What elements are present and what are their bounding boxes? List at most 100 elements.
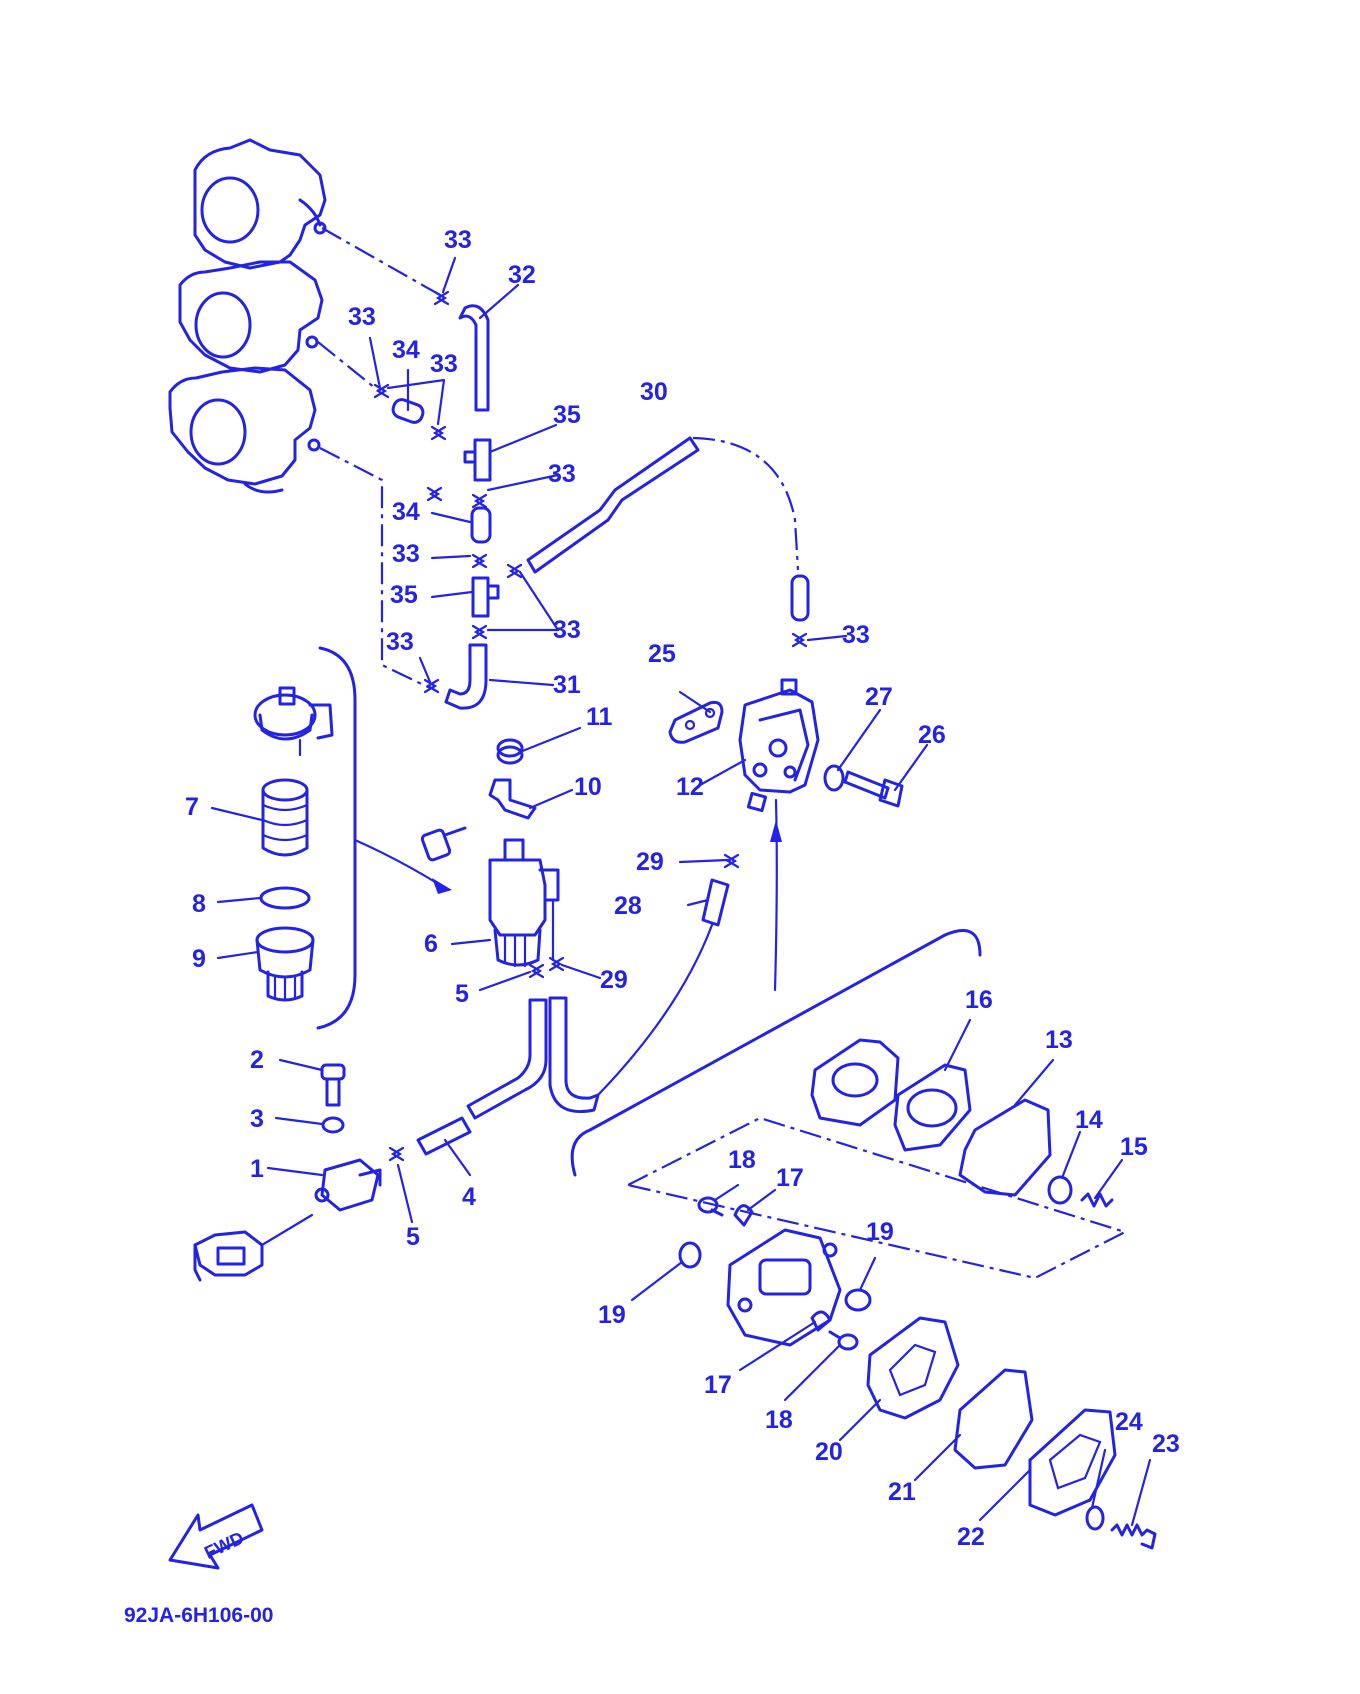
nut-11 <box>496 738 524 765</box>
valve-19-right <box>844 1288 872 1312</box>
callout-34: 34 <box>392 336 420 364</box>
diaphragm-21 <box>953 1368 1034 1470</box>
washer-24 <box>1085 1505 1105 1531</box>
callout-17: 17 <box>704 1371 732 1399</box>
washer-3 <box>321 1116 345 1134</box>
o-ring-8 <box>259 886 311 910</box>
callout-30: 30 <box>640 378 668 406</box>
bolt-bracket <box>420 826 467 862</box>
callout-19: 19 <box>866 1218 894 1246</box>
hose-short-30-end <box>790 574 810 622</box>
callout-33: 33 <box>548 460 576 488</box>
callout-20: 20 <box>815 1438 843 1466</box>
cover-22 <box>1028 1408 1117 1517</box>
hose-31 <box>444 643 488 710</box>
callout-6: 6 <box>424 930 438 958</box>
callout-3: 3 <box>250 1105 264 1133</box>
callout-29: 29 <box>600 966 628 994</box>
fuel-filter-6 <box>488 838 560 968</box>
screw-2 <box>320 1063 346 1107</box>
connector-34-upper <box>391 398 425 424</box>
clamps-5-29 <box>388 853 740 1162</box>
callout-5: 5 <box>406 1223 420 1251</box>
gasket-25 <box>668 700 724 744</box>
callout-33: 33 <box>386 628 414 656</box>
washer-27 <box>823 764 845 792</box>
screw-18-lower <box>828 1330 859 1351</box>
carburetor-assembly <box>168 138 327 494</box>
fuel-cock-1 <box>314 1158 382 1212</box>
callout-24: 24 <box>1115 1408 1143 1436</box>
callout-25: 25 <box>648 640 676 668</box>
callout-7: 7 <box>185 793 199 821</box>
callout-29: 29 <box>636 848 664 876</box>
t-joint-35-upper <box>463 438 492 482</box>
spring-15 <box>1080 1192 1114 1208</box>
callout-15: 15 <box>1120 1133 1148 1161</box>
callout-labels: 33 32 33 34 33 30 35 33 34 33 35 33 33 3… <box>185 226 1180 1551</box>
valve-17-lower <box>810 1310 832 1332</box>
callout-33: 33 <box>444 226 472 254</box>
callout-19: 19 <box>598 1301 626 1329</box>
callout-8: 8 <box>192 890 206 918</box>
valve-19-left <box>678 1241 702 1269</box>
washer-14 <box>1047 1175 1073 1205</box>
clamps-33 <box>373 290 808 694</box>
callout-26: 26 <box>918 721 946 749</box>
callout-33: 33 <box>392 540 420 568</box>
screw-23 <box>1110 1523 1157 1550</box>
filter-cap-assembly <box>253 686 334 757</box>
forward-arrow-icon: FWD <box>168 1503 264 1570</box>
connector-34-lower <box>470 506 492 544</box>
callout-23: 23 <box>1152 1430 1180 1458</box>
bracket-10 <box>488 778 537 820</box>
callout-11: 11 <box>586 703 613 731</box>
valve-17-upper <box>733 1204 754 1227</box>
callout-4: 4 <box>462 1183 476 1211</box>
callout-28: 28 <box>614 892 642 920</box>
hose-4 <box>416 1116 472 1156</box>
filter-cup-9 <box>255 926 315 1002</box>
pump-body <box>726 1228 842 1347</box>
callout-13: 13 <box>1045 1026 1073 1054</box>
fuel-pump-12 <box>738 678 820 813</box>
callout-27: 27 <box>865 683 893 711</box>
diaphragm-13 <box>958 1098 1052 1197</box>
diagram-reference-code: 92JA-6H106-00 <box>124 1604 273 1627</box>
callout-33: 33 <box>553 616 581 644</box>
callout-14: 14 <box>1075 1106 1103 1134</box>
callout-34: 34 <box>392 498 420 526</box>
hose-32 <box>458 304 490 412</box>
callout-21: 21 <box>888 1478 916 1506</box>
callout-35: 35 <box>390 581 418 609</box>
callout-2: 2 <box>250 1046 264 1074</box>
pump-plate-upper <box>810 1038 900 1127</box>
hose-30 <box>526 436 700 574</box>
callout-18: 18 <box>728 1146 756 1174</box>
callout-5: 5 <box>455 980 469 1008</box>
callout-22: 22 <box>957 1523 985 1551</box>
callout-33: 33 <box>348 303 376 331</box>
screw-18-upper <box>697 1196 724 1217</box>
leader-lines <box>210 256 1152 1527</box>
gasket-20 <box>866 1316 960 1420</box>
callout-33: 33 <box>842 621 870 649</box>
connector-lower-left <box>193 1230 264 1282</box>
callout-31: 31 <box>553 671 581 699</box>
gasket-16 <box>893 1063 972 1152</box>
callout-35: 35 <box>553 401 581 429</box>
hose-lower-left <box>466 998 548 1120</box>
callout-9: 9 <box>192 945 206 973</box>
callout-18: 18 <box>765 1406 793 1434</box>
callout-33: 33 <box>430 350 458 378</box>
callout-32: 32 <box>508 261 536 289</box>
hose-u-bend <box>548 996 600 1114</box>
bolt-26 <box>843 770 904 808</box>
forward-label: FWD <box>201 1528 247 1563</box>
callout-10: 10 <box>574 773 602 801</box>
callout-16: 16 <box>965 986 993 1014</box>
callout-1: 1 <box>250 1155 264 1183</box>
callout-17: 17 <box>776 1164 804 1192</box>
t-joint-35-lower <box>471 576 500 618</box>
